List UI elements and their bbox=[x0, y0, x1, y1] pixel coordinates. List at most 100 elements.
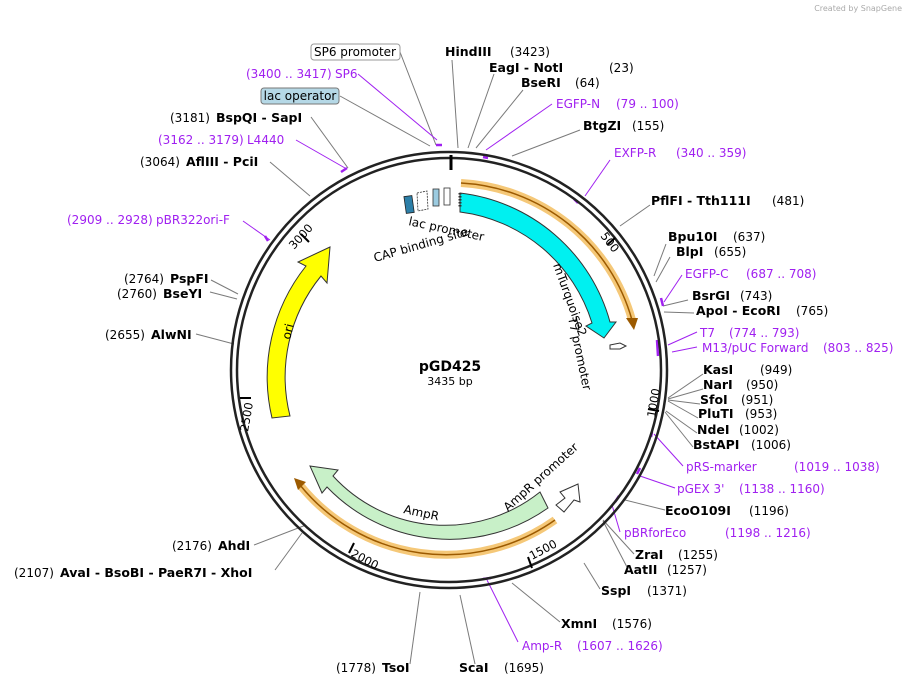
primer-egfp-c[interactable]: EGFP-C bbox=[685, 267, 728, 281]
feature-sp6-promoter[interactable] bbox=[443, 187, 451, 206]
enzyme-hindiii[interactable]: HindIII bbox=[445, 44, 492, 59]
orf-turquoise-arrowhead bbox=[626, 318, 638, 330]
feature-lac-operator[interactable] bbox=[432, 188, 440, 207]
enzyme-aatii-pos: (1257) bbox=[667, 563, 707, 577]
scale-2500: 2500 bbox=[237, 401, 256, 432]
enzyme-btgzi[interactable]: BtgZI bbox=[583, 118, 621, 133]
enzyme-apoi-ecori-pos: (765) bbox=[796, 304, 828, 318]
enzyme-xmni[interactable]: XmnI bbox=[561, 616, 597, 631]
primer-l4440[interactable]: L4440 bbox=[247, 133, 284, 147]
feature-ori[interactable] bbox=[266, 246, 331, 419]
enzyme-bseyi[interactable]: BseYI bbox=[163, 286, 202, 301]
enzyme-bpu10i-pos: (637) bbox=[733, 230, 765, 244]
enzyme-avai-group[interactable]: AvaI - BsoBI - PaeR7I - XhoI bbox=[60, 565, 252, 580]
enzyme-scai-pos: (1695) bbox=[504, 661, 544, 675]
feature-t7-promoter[interactable] bbox=[609, 342, 628, 350]
primer-pbrforeco[interactable]: pBRforEco bbox=[624, 526, 686, 540]
feature-cap-binding-site[interactable] bbox=[403, 195, 415, 214]
enzyme-bseyi-pos: (2760) bbox=[117, 287, 157, 301]
enzyme-apoi-ecori[interactable]: ApoI - EcoRI bbox=[696, 303, 781, 318]
enzyme-bseri-pos: (64) bbox=[575, 76, 600, 90]
enzyme-sfoi[interactable]: SfoI bbox=[700, 392, 728, 407]
enzyme-kasi[interactable]: KasI bbox=[703, 362, 733, 377]
enzyme-afliii-pci-pos: (3064) bbox=[140, 155, 180, 169]
sp6-promoter-label[interactable]: SP6 promoter bbox=[314, 45, 396, 59]
feature-lac-promoter[interactable] bbox=[416, 190, 429, 212]
scale-ticks bbox=[240, 233, 660, 569]
primer-pbr322ori-f[interactable]: pBR322ori-F bbox=[156, 213, 230, 227]
primer-sp6-range: (3400 .. 3417) bbox=[246, 67, 332, 81]
enzyme-tsoi-pos: (1778) bbox=[336, 661, 376, 675]
primer-prs-marker[interactable]: pRS-marker bbox=[686, 460, 757, 474]
enzyme-sspi-pos: (1371) bbox=[647, 584, 687, 598]
primer-pgex-3-range: (1138 .. 1160) bbox=[739, 482, 825, 496]
enzyme-blpi[interactable]: BlpI bbox=[676, 244, 703, 259]
primer-l4440-range: (3162 .. 3179) bbox=[158, 133, 244, 147]
enzyme-ndei[interactable]: NdeI bbox=[697, 422, 730, 437]
sp6-promoter-box bbox=[310, 43, 401, 61]
primer-sp6[interactable]: SP6 bbox=[335, 67, 358, 81]
lac-operator-box bbox=[260, 87, 340, 105]
enzyme-nari[interactable]: NarI bbox=[703, 377, 733, 392]
feature-ampr-promoter[interactable] bbox=[555, 483, 581, 513]
primer-egfp-n-range: (79 .. 100) bbox=[616, 97, 679, 111]
enzyme-ahdi[interactable]: AhdI bbox=[218, 538, 250, 553]
enzyme-aatii[interactable]: AatII bbox=[624, 562, 657, 577]
enzyme-alwni[interactable]: AlwNI bbox=[151, 327, 192, 342]
lac-operator-label[interactable]: lac operator bbox=[264, 89, 337, 103]
enzyme-pspfi[interactable]: PspFI bbox=[170, 271, 209, 286]
enzyme-bseri[interactable]: BseRI bbox=[521, 75, 561, 90]
enzyme-hindiii-pos: (3423) bbox=[510, 45, 550, 59]
primer-egfp-c-range: (687 .. 708) bbox=[746, 267, 816, 281]
enzyme-eagi-noti[interactable]: EagI - NotI bbox=[489, 60, 563, 75]
primer-exfp-r-range: (340 .. 359) bbox=[676, 146, 746, 160]
primer-pbr322ori-f-range: (2909 .. 2928) bbox=[67, 213, 153, 227]
enzyme-sfoi-pos: (951) bbox=[741, 393, 773, 407]
enzyme-pluti[interactable]: PluTI bbox=[698, 406, 734, 421]
enzyme-bsrgi-pos: (743) bbox=[740, 289, 772, 303]
enzyme-btgzi-pos: (155) bbox=[632, 119, 664, 133]
enzyme-kasi-pos: (949) bbox=[760, 363, 792, 377]
label-ampr: AmpR bbox=[402, 502, 440, 523]
enzyme-scai[interactable]: ScaI bbox=[459, 660, 489, 675]
orf-turquoise-line bbox=[460, 182, 633, 321]
feature-mturquoise2[interactable] bbox=[459, 192, 617, 339]
backbone-outer bbox=[229, 150, 669, 590]
primer-amp-r[interactable]: Amp-R bbox=[522, 639, 562, 653]
credit-label: Created by SnapGene bbox=[814, 4, 902, 13]
enzyme-blpi-pos: (655) bbox=[714, 245, 746, 259]
enzyme-zrai-pos: (1255) bbox=[678, 548, 718, 562]
primer-t7[interactable]: T7 bbox=[699, 326, 715, 340]
enzyme-bstapi[interactable]: BstAPI bbox=[693, 437, 739, 452]
enzyme-bpu10i[interactable]: Bpu10I bbox=[668, 229, 717, 244]
primer-pgex-3[interactable]: pGEX 3' bbox=[677, 482, 724, 496]
enzyme-bspqi-sapi-pos: (3181) bbox=[170, 111, 210, 125]
primer-m13-puc-forward[interactable]: M13/pUC Forward bbox=[702, 341, 809, 355]
enzyme-alwni-pos: (2655) bbox=[105, 328, 145, 342]
feature-ampr[interactable] bbox=[309, 465, 549, 540]
enzyme-ndei-pos: (1002) bbox=[739, 423, 779, 437]
primer-m13-puc-forward-range: (803 .. 825) bbox=[823, 341, 893, 355]
leader-lines bbox=[195, 51, 704, 665]
primer-pbrforeco-range: (1198 .. 1216) bbox=[725, 526, 811, 540]
enzyme-eco0109i-pos: (1196) bbox=[749, 504, 789, 518]
scale-3000: 3000 bbox=[286, 221, 316, 252]
scale-2000: 2000 bbox=[349, 546, 381, 572]
primer-prs-marker-range: (1019 .. 1038) bbox=[794, 460, 880, 474]
enzyme-eco0109i[interactable]: EcoO109I bbox=[665, 503, 731, 518]
enzyme-bsrgi[interactable]: BsrGI bbox=[692, 288, 730, 303]
enzyme-pluti-pos: (953) bbox=[745, 407, 777, 421]
enzyme-pflfi-tth111i[interactable]: PflFI - Tth111I bbox=[651, 193, 751, 208]
enzyme-bspqi-sapi[interactable]: BspQI - SapI bbox=[216, 110, 302, 125]
enzyme-zrai[interactable]: ZraI bbox=[635, 547, 663, 562]
plasmid-name: pGD425 bbox=[419, 359, 481, 375]
enzyme-xmni-pos: (1576) bbox=[612, 617, 652, 631]
enzyme-tsoi[interactable]: TsoI bbox=[382, 660, 410, 675]
enzyme-eagi-noti-pos: (23) bbox=[609, 61, 634, 75]
primer-exfp-r[interactable]: EXFP-R bbox=[614, 146, 656, 160]
enzyme-afliii-pci[interactable]: AflIII - PciI bbox=[186, 154, 258, 169]
primer-egfp-n[interactable]: EGFP-N bbox=[556, 97, 600, 111]
enzyme-sspi[interactable]: SspI bbox=[601, 583, 631, 598]
